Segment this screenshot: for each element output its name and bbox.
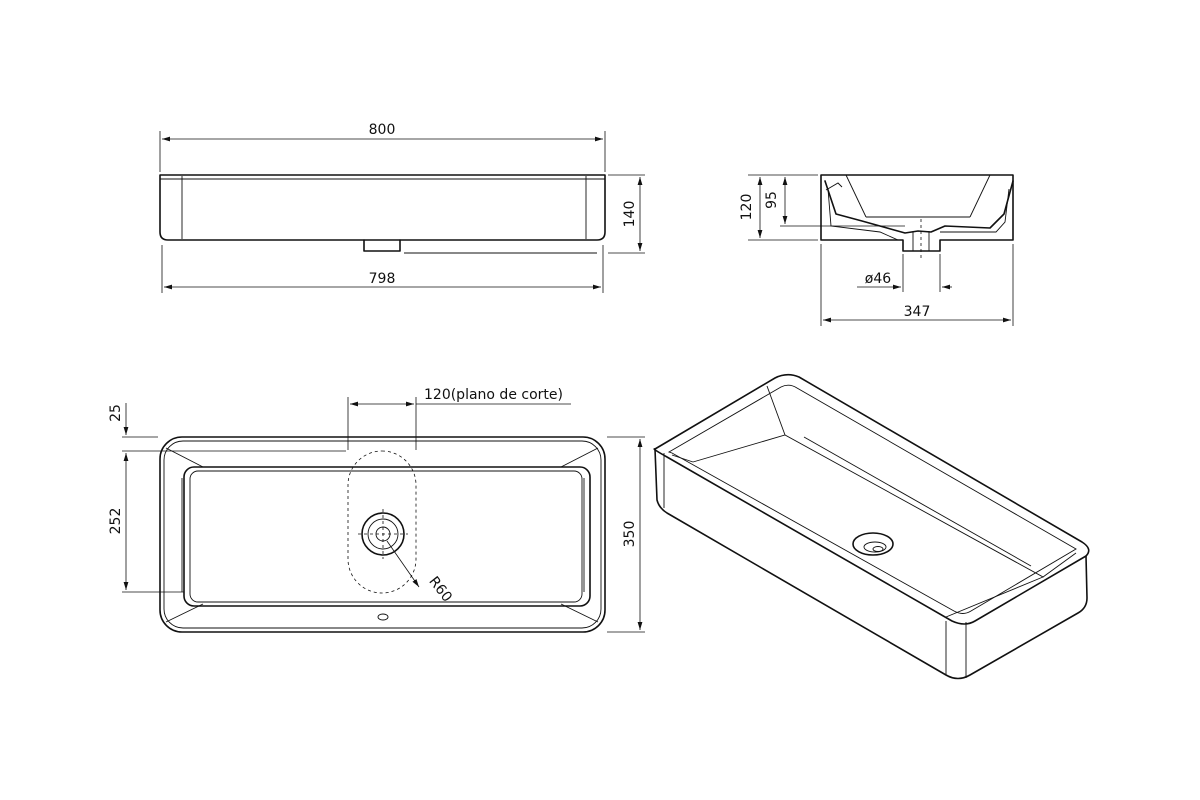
dim-side-height-inner: 95	[764, 191, 780, 209]
dim-front-width-bottom: 798	[369, 271, 396, 287]
dim-cut-plane: 120(plano de corte)	[424, 387, 563, 403]
dim-side-depth: 347	[904, 304, 931, 320]
side-section-view	[748, 174, 1014, 326]
dim-corner-radius: R60	[425, 574, 455, 606]
dim-side-height-total: 120	[739, 194, 755, 221]
top-view	[122, 397, 645, 633]
front-view	[159, 131, 645, 293]
isometric-view	[653, 373, 1090, 680]
dim-drain-diameter: ø46	[865, 271, 891, 287]
dim-top-depth: 350	[622, 521, 638, 548]
dim-front-height: 140	[622, 201, 638, 228]
dim-rim-width: 25	[108, 404, 124, 422]
dim-front-width-top: 800	[369, 122, 396, 138]
dim-inner-depth: 252	[108, 508, 124, 535]
